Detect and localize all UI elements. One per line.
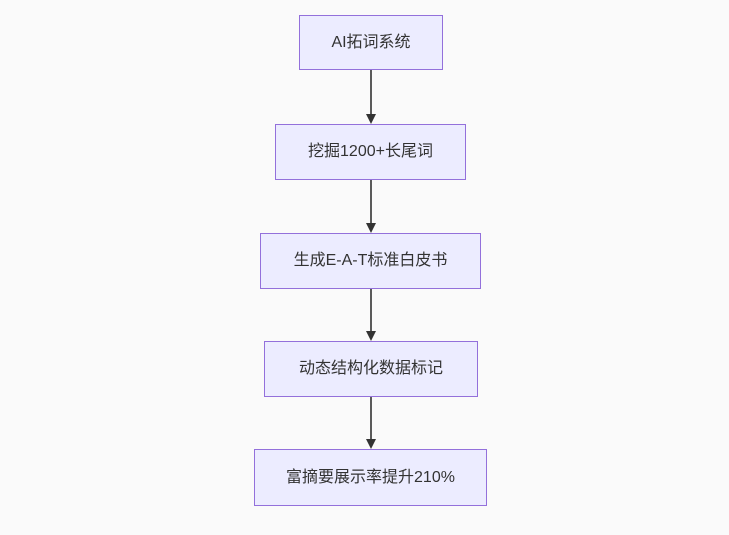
flow-node-label: AI拓词系统: [331, 33, 411, 51]
flow-node-label: 挖掘1200+长尾词: [308, 143, 433, 161]
flow-node-rich-snippet-result: 富摘要展示率提升210%: [254, 449, 487, 506]
flow-node-eat-whitepaper: 生成E-A-T标准白皮书: [260, 233, 481, 289]
flow-node-label: 动态结构化数据标记: [298, 360, 443, 378]
flow-node-label: 生成E-A-T标准白皮书: [293, 252, 448, 270]
flow-node-label: 富摘要展示率提升210%: [286, 468, 455, 486]
arrow-down-icon: [366, 70, 376, 124]
flow-node-ai-expansion: AI拓词系统: [299, 15, 443, 70]
flow-node-structured-data: 动态结构化数据标记: [264, 341, 478, 397]
arrow-down-icon: [366, 289, 376, 341]
flow-node-longtail-keywords: 挖掘1200+长尾词: [275, 124, 466, 180]
arrow-down-icon: [366, 180, 376, 233]
arrow-down-icon: [366, 397, 376, 449]
